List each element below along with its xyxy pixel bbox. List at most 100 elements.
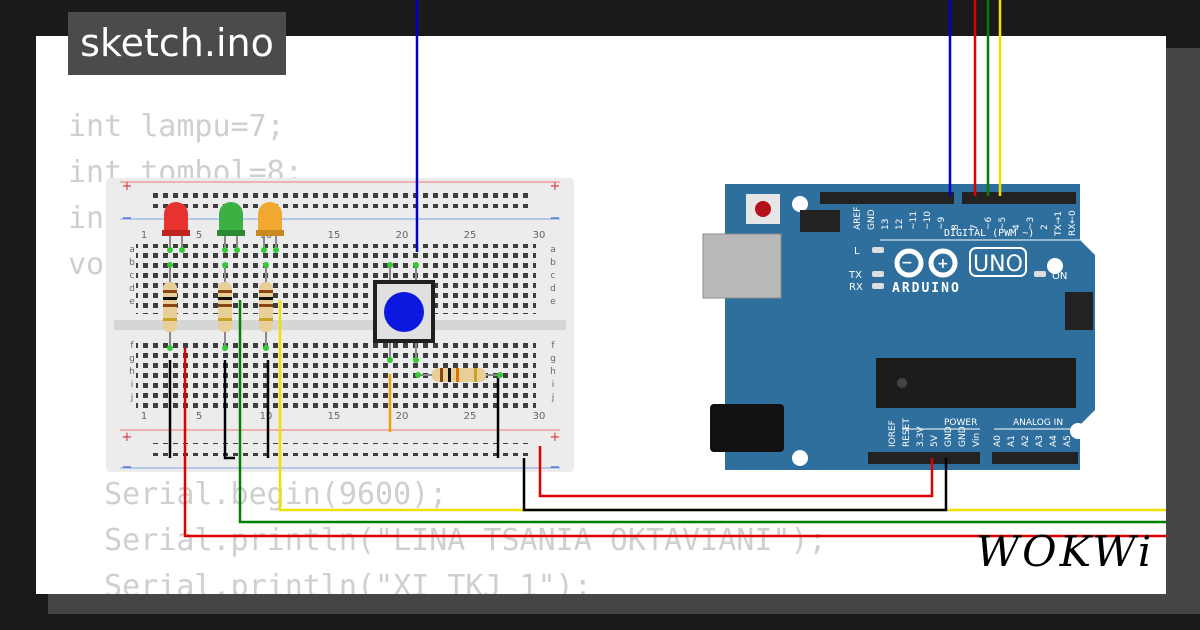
bb-row-label: a xyxy=(550,245,556,255)
pin-label: Vin xyxy=(972,433,982,447)
pin-label: A2 xyxy=(1021,435,1031,447)
bb-col-label: 15 xyxy=(328,411,341,422)
pin-label: A4 xyxy=(1049,435,1059,447)
bb-col-label: 15 xyxy=(328,230,341,241)
code-line: int lampu=7; xyxy=(68,109,285,144)
arduino-uno-board[interactable]: AREF GND 13 12 ~11 ~10 ~9 8 7 ~6 ~5 4 ~3… xyxy=(702,184,1095,470)
led-tx-label: TX xyxy=(848,270,862,281)
resistor-pulldown[interactable] xyxy=(418,368,500,382)
code-line: Serial.println("LINA TSANIA OKTAVIANI"); xyxy=(68,523,827,558)
power-jack xyxy=(710,404,784,452)
bb-col-label: 20 xyxy=(396,230,409,241)
pin-label: TX→1 xyxy=(1054,211,1064,237)
pin-label: RESET xyxy=(902,418,912,447)
code-line: vo xyxy=(68,247,105,282)
bb-rail-plus: + xyxy=(122,430,133,445)
pin-label: IOREF xyxy=(888,420,898,447)
bb-row-label: h xyxy=(129,367,135,377)
bb-col-label: 20 xyxy=(396,411,409,422)
led-on-indicator xyxy=(1034,271,1046,277)
bb-row-label: j xyxy=(551,393,555,403)
bb-row-label: d xyxy=(129,284,135,294)
digital-label: DIGITAL (PWM ~) xyxy=(944,228,1034,239)
bb-row-label: f xyxy=(551,341,555,351)
bb-rail-minus: − xyxy=(122,211,133,226)
file-tab[interactable]: sketch.ino xyxy=(68,12,286,75)
pin-label: AREF xyxy=(853,207,863,230)
pin-label: ~11 xyxy=(909,211,919,230)
power-label: POWER xyxy=(944,418,977,428)
resistor-3[interactable] xyxy=(259,265,273,348)
bb-row-label: e xyxy=(129,297,135,307)
wire-green-led[interactable] xyxy=(238,300,1166,524)
led-rx-indicator xyxy=(872,283,884,289)
pin-label: ~9 xyxy=(937,216,947,230)
uno-badge xyxy=(969,247,1027,277)
bb-rail-minus: − xyxy=(550,460,561,475)
digital-header-a xyxy=(820,192,954,204)
pin-label: 5V xyxy=(930,434,940,447)
pin-label: A3 xyxy=(1035,435,1045,447)
code-line: Serial.println("XI TKJ 1"); xyxy=(68,569,592,594)
bb-row-label: j xyxy=(130,393,134,403)
bb-col-label: 5 xyxy=(196,411,202,422)
pin-label: A0 xyxy=(993,435,1003,447)
pin-label: ~6 xyxy=(984,216,994,230)
led-yellow[interactable] xyxy=(256,202,284,250)
bb-row-label: g xyxy=(129,354,135,364)
bb-rail-minus: − xyxy=(550,211,561,226)
atmega-chip xyxy=(876,358,1076,408)
bb-row-label: c xyxy=(551,271,556,281)
wire-red-5v[interactable] xyxy=(538,446,934,498)
mount-hole xyxy=(1047,258,1063,274)
connection-points xyxy=(167,247,503,378)
pin-label: ~5 xyxy=(998,217,1008,230)
resistor-2[interactable] xyxy=(218,265,232,348)
bb-row-label: d xyxy=(550,284,556,294)
led-l-indicator xyxy=(872,247,884,253)
wire-black-gnd[interactable] xyxy=(522,458,948,512)
bb-rail-plus: + xyxy=(122,179,133,194)
bb-row-label: i xyxy=(131,380,134,390)
pin-label: ~10 xyxy=(923,211,933,230)
bb-col-label: 25 xyxy=(464,230,477,241)
led-red[interactable] xyxy=(162,202,190,250)
led-green[interactable] xyxy=(217,202,245,250)
code-line: int tombol=8; xyxy=(68,155,303,190)
mount-hole xyxy=(792,196,808,212)
power-header xyxy=(868,452,980,464)
pin-label: A5 xyxy=(1063,435,1073,447)
icsp-header xyxy=(1065,292,1093,330)
bb-col-label: 30 xyxy=(533,230,546,241)
mount-hole xyxy=(1070,423,1086,439)
resistor-1[interactable] xyxy=(163,265,177,348)
led-tx-indicator xyxy=(872,271,884,277)
digital-header-b xyxy=(962,192,1076,204)
svg-text:+: + xyxy=(937,256,949,272)
pin-label: 2 xyxy=(1040,224,1050,230)
pin-label: GND xyxy=(944,426,954,447)
pin-label: 8 xyxy=(951,224,961,230)
bb-col-label: 5 xyxy=(196,230,202,241)
reset-button-cap[interactable] xyxy=(755,201,771,217)
bb-row-label: h xyxy=(550,367,556,377)
pin-label: 13 xyxy=(881,219,891,230)
led-on-label: ON xyxy=(1052,271,1067,282)
arduino-brand-label: ARDUINO xyxy=(892,281,961,296)
pushbutton[interactable] xyxy=(373,265,435,360)
wire-black-led2[interactable] xyxy=(223,360,235,460)
bb-row-label: e xyxy=(550,297,556,307)
icsp-header xyxy=(800,210,840,232)
pushbutton-cap[interactable] xyxy=(384,292,424,332)
bb-row-label: b xyxy=(129,258,135,268)
pin-label: 7 xyxy=(970,224,980,230)
wire-red-led[interactable] xyxy=(183,348,1166,538)
infinity-logo-icon xyxy=(894,248,958,278)
bb-row-label: i xyxy=(552,380,555,390)
bb-row-label: g xyxy=(550,354,556,364)
bb-col-label: 1 xyxy=(141,411,147,422)
usb-port xyxy=(702,233,782,299)
analog-label: ANALOG IN xyxy=(1013,418,1063,428)
